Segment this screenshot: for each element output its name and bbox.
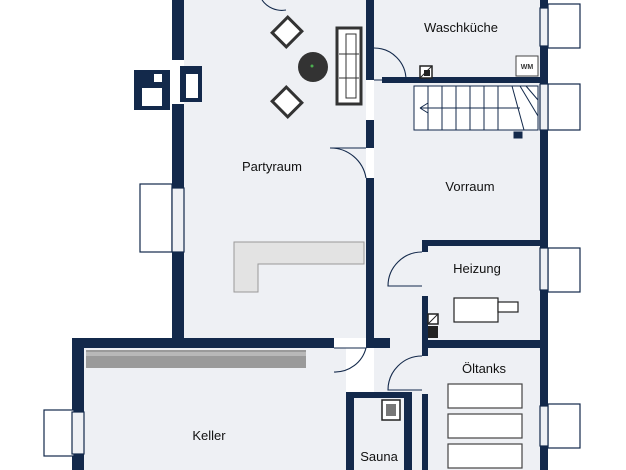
floor-waschkueche xyxy=(374,0,540,80)
wall-outer-right-1 xyxy=(540,46,548,84)
oil-tank xyxy=(447,443,523,469)
window-keller-left-frame xyxy=(71,411,85,455)
sofa xyxy=(335,26,363,106)
window-oeltanks-right xyxy=(547,403,581,449)
wall-heizung-bottom xyxy=(422,340,540,348)
heizung-corner-2 xyxy=(428,326,438,338)
fireplace-marker xyxy=(154,74,162,82)
wall-oeltanks-left xyxy=(422,346,428,356)
oil-tanks xyxy=(447,383,523,469)
wall-sauna-right xyxy=(404,392,412,470)
sauna-stove xyxy=(381,399,401,421)
window-keller-left xyxy=(43,409,75,457)
stair-step xyxy=(519,85,539,117)
drain-fill xyxy=(424,70,430,76)
label-washing-machine: WM xyxy=(520,64,534,71)
doors xyxy=(261,0,423,452)
boiler-tank xyxy=(497,301,519,313)
wall-sauna-top xyxy=(346,392,412,398)
wall-heizung-left-low xyxy=(422,296,428,346)
door-heizung xyxy=(387,251,423,287)
label-partyraum: Partyraum xyxy=(242,159,302,174)
windows xyxy=(43,3,581,457)
bar-counter xyxy=(233,241,365,293)
door-partyraum-vorraum xyxy=(329,147,367,179)
wall-keller-left-low xyxy=(72,454,84,470)
sofa-cushion xyxy=(345,33,357,99)
label-vorraum: Vorraum xyxy=(445,179,495,194)
wall-outer-right-2 xyxy=(540,130,548,248)
boiler xyxy=(453,297,499,323)
door-oeltanks xyxy=(387,355,423,391)
wall-center-low xyxy=(366,178,374,348)
stair-step xyxy=(525,85,539,101)
heizung-corner-line xyxy=(427,313,439,325)
oil-tank xyxy=(447,413,523,439)
stair-newel xyxy=(513,131,523,139)
door-partyraum-top xyxy=(261,0,287,11)
label-sauna: Sauna xyxy=(360,449,398,464)
table-center-dot xyxy=(310,64,314,68)
staircase xyxy=(413,85,539,139)
heizung-furniture xyxy=(427,297,519,338)
label-oeltanks: Öltanks xyxy=(461,361,507,376)
window-waschkueche-right-frame xyxy=(539,7,549,47)
washing-machine xyxy=(515,55,539,77)
window-heizung-right-frame xyxy=(539,247,549,291)
floor-heizung xyxy=(428,246,540,338)
fireplace-stove-inner xyxy=(186,74,198,98)
wall-keller-left xyxy=(72,338,84,412)
label-heizung: Heizung xyxy=(453,261,501,276)
window-oeltanks-right-frame xyxy=(539,405,549,447)
chair xyxy=(270,15,304,49)
floor-keller xyxy=(84,348,346,470)
wall-waschkueche-bottom xyxy=(382,77,540,83)
wall-partyraum-left-mid xyxy=(172,104,184,188)
wall-partyraum-bottom-right xyxy=(374,338,390,348)
oil-tank xyxy=(447,383,523,409)
door-keller xyxy=(333,347,367,373)
window-partyraum-left-frame xyxy=(171,187,185,253)
walls xyxy=(72,0,548,470)
wall-outer-right-3 xyxy=(540,290,548,406)
fireplace xyxy=(134,66,202,110)
wall-sauna-left xyxy=(346,392,354,470)
wall-heizung-left xyxy=(422,240,428,252)
window-partyraum-left xyxy=(139,183,173,253)
window-vorraum-right xyxy=(547,83,581,131)
chair xyxy=(270,85,304,119)
wall-center-mid xyxy=(366,120,374,148)
window-heizung-right xyxy=(547,247,581,293)
stair-arrowhead xyxy=(419,102,429,114)
wall-oeltanks-left-low xyxy=(422,394,428,470)
label-waschkueche: Waschküche xyxy=(424,20,498,35)
shelf-rack-highlight xyxy=(86,352,306,356)
wall-heizung-top xyxy=(422,240,540,246)
waschkueche-appliances xyxy=(419,55,539,79)
window-vorraum-right-frame xyxy=(539,83,549,131)
wall-partyraum-bottom xyxy=(72,338,334,348)
label-keller: Keller xyxy=(192,428,226,443)
wall-partyraum-left-low xyxy=(172,252,184,338)
wall-partyraum-left xyxy=(172,0,184,60)
sauna-heater-core xyxy=(386,404,396,416)
wall-outer-right-4 xyxy=(540,446,548,470)
wall-center-top xyxy=(366,0,374,80)
fireplace-inner xyxy=(142,88,162,106)
wall-outer-right-top xyxy=(540,0,548,8)
window-waschkueche-right xyxy=(547,3,581,49)
partyraum-furniture xyxy=(233,15,365,293)
keller-shelf xyxy=(86,350,306,368)
door-waschkueche xyxy=(373,47,407,81)
